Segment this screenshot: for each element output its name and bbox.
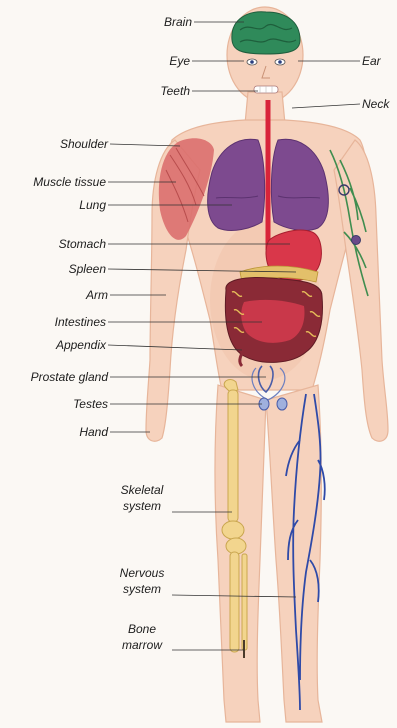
- label-shoulder: Shoulder: [10, 137, 108, 151]
- label-eye: Eye: [140, 54, 190, 68]
- label-spleen: Spleen: [10, 262, 106, 276]
- label-ear: Ear: [362, 54, 381, 68]
- label-skeletal-system-2: system: [112, 499, 172, 513]
- label-hand: Hand: [10, 425, 108, 439]
- label-teeth: Teeth: [130, 84, 190, 98]
- label-bone-marrow-1: Bone: [112, 622, 172, 636]
- label-bone-marrow-2: marrow: [112, 638, 172, 652]
- lymph-node-2: [352, 236, 361, 245]
- intestines-inner: [241, 300, 304, 343]
- eye-right-pupil: [278, 60, 282, 64]
- testis-right: [277, 398, 287, 410]
- label-muscle-tissue: Muscle tissue: [4, 175, 106, 189]
- label-lung: Lung: [10, 198, 106, 212]
- label-testes: Testes: [10, 397, 108, 411]
- label-nervous-system-1: Nervous: [112, 566, 172, 580]
- label-arm: Arm: [10, 288, 108, 302]
- label-neck: Neck: [362, 97, 389, 111]
- label-nervous-system-2: system: [112, 582, 172, 596]
- brain-shape: [232, 12, 300, 54]
- label-brain: Brain: [140, 15, 192, 29]
- label-stomach: Stomach: [10, 237, 106, 251]
- label-skeletal-system-1: Skeletal: [112, 483, 172, 497]
- label-prostate-gland: Prostate gland: [2, 370, 108, 384]
- eye-left-pupil: [250, 60, 254, 64]
- label-intestines: Intestines: [10, 315, 106, 329]
- label-appendix: Appendix: [10, 338, 106, 352]
